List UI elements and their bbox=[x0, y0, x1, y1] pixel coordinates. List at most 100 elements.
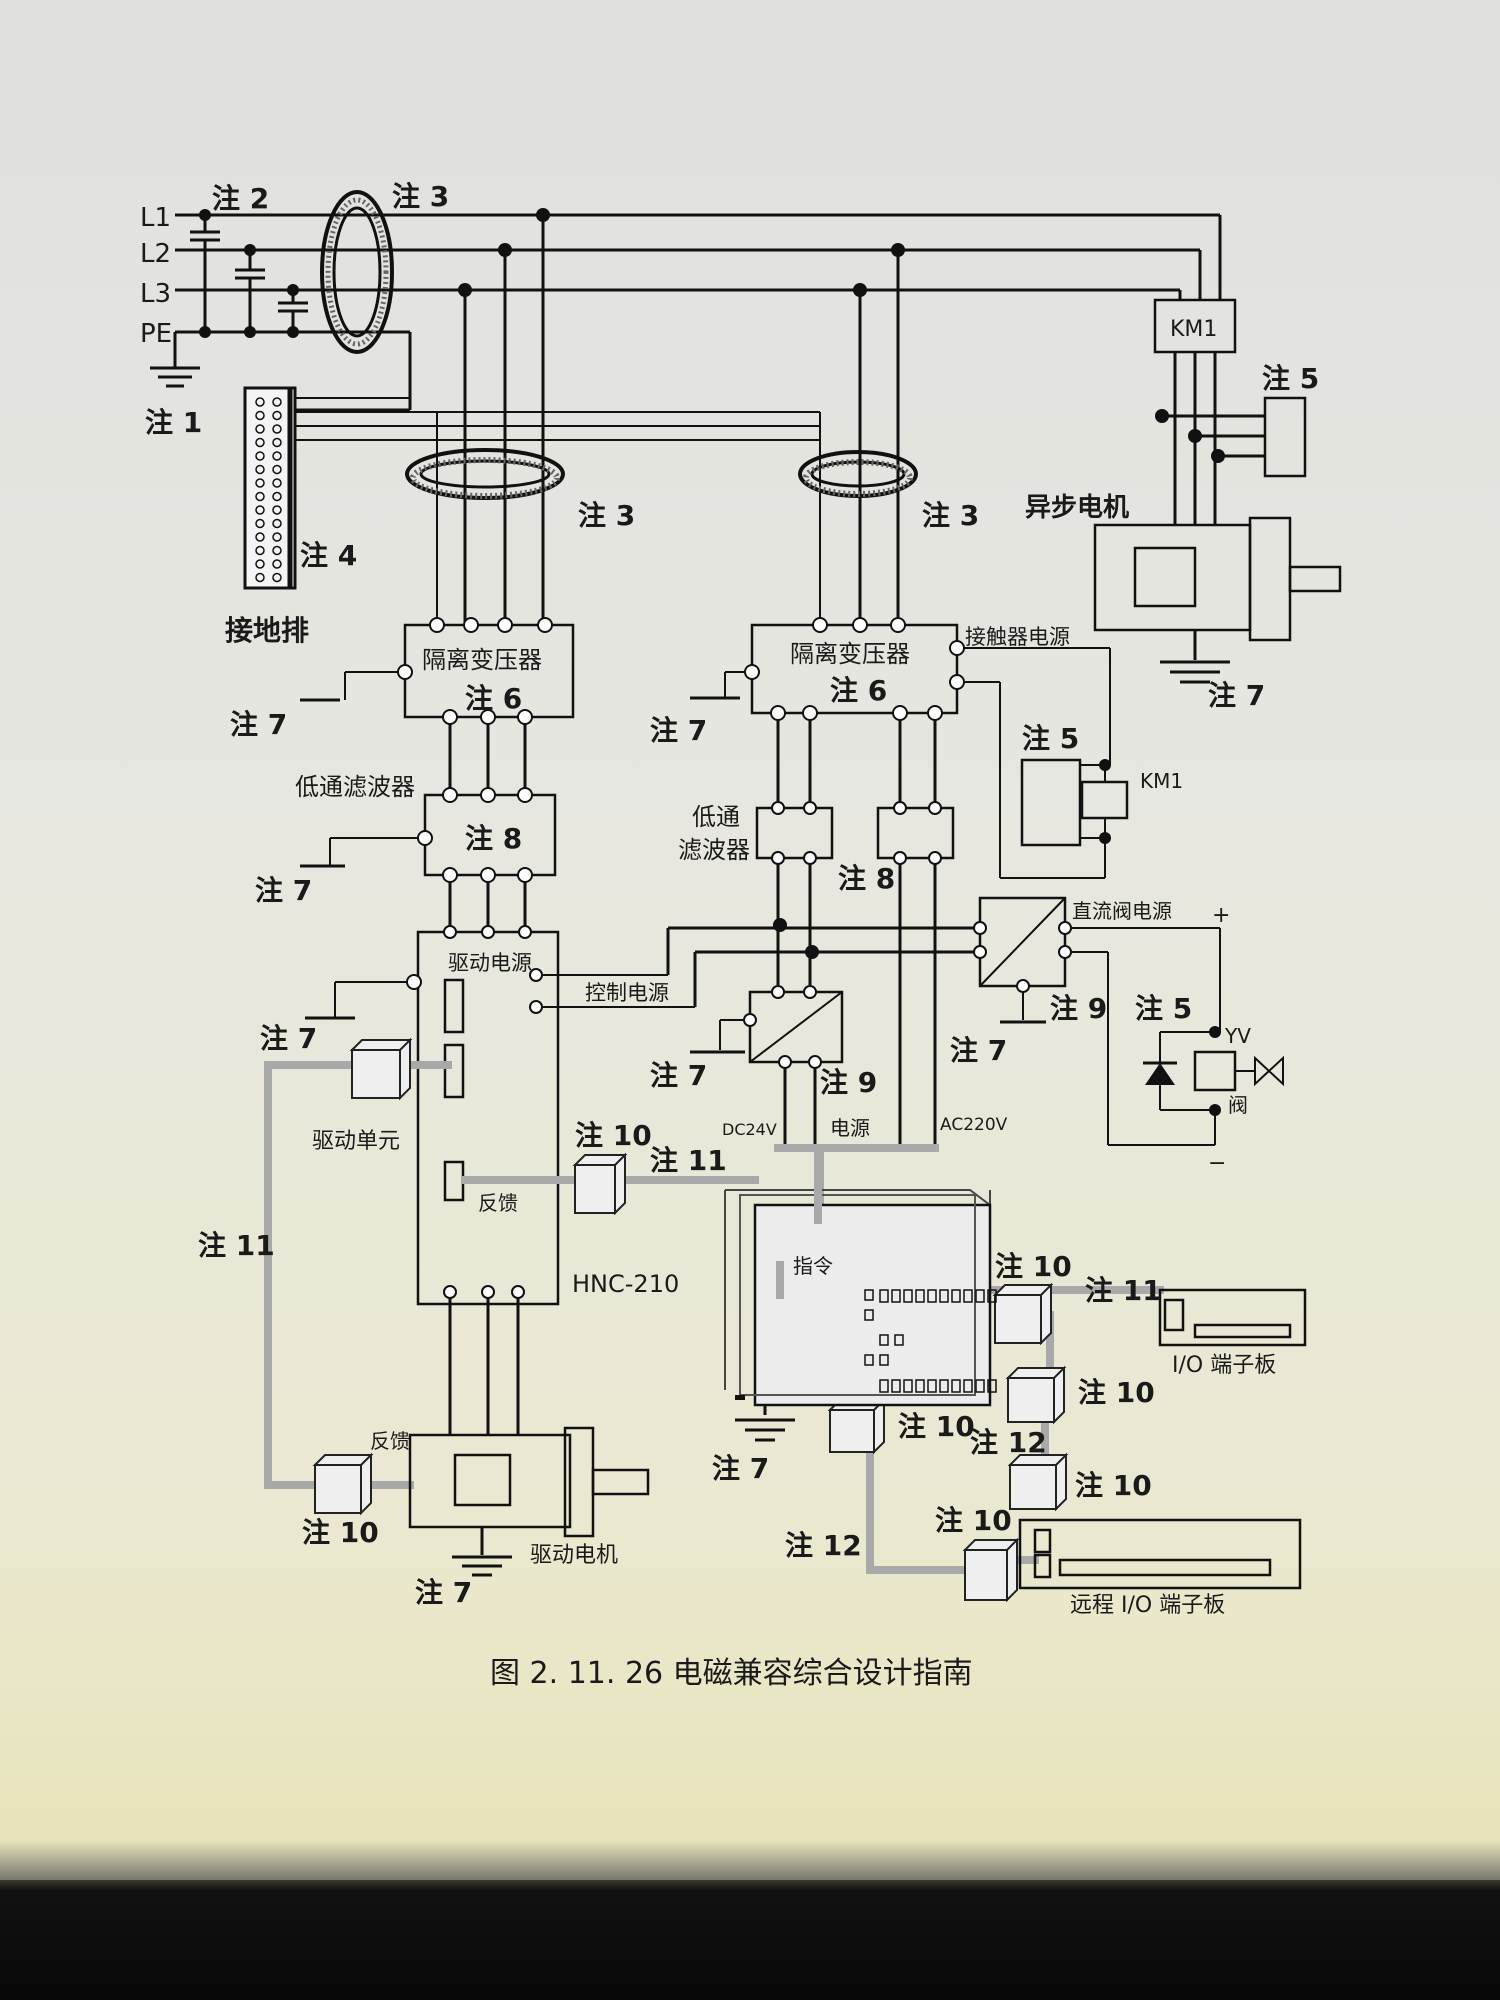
contactor-power-label: 接触器电源 bbox=[965, 625, 1070, 649]
feedback-label-drive: 反馈 bbox=[478, 1191, 518, 1215]
controller-port bbox=[951, 1289, 961, 1303]
line-l3-label: L3 bbox=[140, 279, 171, 309]
power-label: 电源 bbox=[830, 1116, 870, 1140]
note-12-label-b: 注 12 bbox=[785, 1529, 862, 1562]
line-l1-label: L1 bbox=[140, 203, 171, 233]
note-8-label-left: 注 8 bbox=[465, 822, 522, 855]
command-label: 指令 bbox=[793, 1254, 833, 1278]
note-10-label-e: 注 10 bbox=[1075, 1469, 1152, 1502]
controller-port bbox=[879, 1354, 889, 1366]
ground-bar-hole bbox=[255, 397, 265, 407]
note-7-label-h: 注 7 bbox=[415, 1576, 472, 1609]
ground-bar-hole bbox=[272, 505, 282, 515]
note-7-label-a: 注 7 bbox=[230, 708, 287, 741]
note-5-label-valve: 注 5 bbox=[1135, 992, 1192, 1025]
note-7-label-d: 注 7 bbox=[950, 1034, 1007, 1067]
ground-bar-hole bbox=[255, 505, 265, 515]
mains-lines bbox=[150, 209, 1222, 412]
controller-port bbox=[975, 1289, 985, 1303]
note-6-label-right: 注 6 bbox=[830, 674, 887, 707]
isolation-transformer-left-label: 隔离变压器 bbox=[422, 646, 542, 674]
ground-bar-hole bbox=[255, 572, 265, 583]
controller-port bbox=[894, 1334, 904, 1346]
dc-power-module-right bbox=[973, 896, 1221, 1146]
controller-port bbox=[879, 1289, 889, 1303]
controller-port bbox=[927, 1289, 937, 1303]
controller-port bbox=[915, 1379, 925, 1393]
note-3-label-top: 注 3 bbox=[392, 180, 449, 213]
ground-bar-hole bbox=[255, 424, 265, 434]
controller-port bbox=[891, 1289, 901, 1303]
lowpass-filter-right-label-2: 滤波器 bbox=[678, 836, 750, 864]
note-10-label-g: 注 10 bbox=[935, 1504, 1012, 1537]
ground-bar-hole bbox=[255, 532, 265, 542]
hnc-210-drive bbox=[305, 925, 697, 1435]
input-ferrite-ring bbox=[320, 190, 394, 354]
controller-port bbox=[864, 1354, 874, 1366]
note-7-label-c: 注 7 bbox=[650, 714, 707, 747]
ground-bar bbox=[243, 386, 821, 625]
ground-bar-hole bbox=[255, 464, 265, 475]
ground-bar-hole bbox=[255, 491, 265, 502]
yv-label: YV bbox=[1224, 1024, 1251, 1048]
controller-power-bar bbox=[774, 1144, 939, 1299]
controller-port bbox=[951, 1379, 961, 1393]
contactor-km1 bbox=[1153, 298, 1307, 525]
controller-port bbox=[879, 1334, 889, 1346]
note-6-label-left: 注 6 bbox=[465, 682, 522, 715]
note-3-label-right: 注 3 bbox=[922, 499, 979, 532]
note-8-label-right: 注 8 bbox=[838, 862, 895, 895]
dc-power-module-center bbox=[690, 985, 844, 1148]
note-10-label-f: 注 10 bbox=[302, 1516, 379, 1549]
dc-valve-power-label: 直流阀电源 bbox=[1072, 899, 1172, 923]
ground-bar-hole bbox=[255, 559, 265, 569]
lowpass-filter-right bbox=[668, 801, 980, 1148]
io-board bbox=[1158, 1288, 1307, 1347]
controller-port bbox=[939, 1379, 949, 1393]
ground-bar-hole bbox=[272, 451, 282, 461]
connectors bbox=[312, 1037, 1069, 1603]
ground-bar-hole bbox=[272, 545, 282, 556]
valve-yv bbox=[1143, 1026, 1284, 1116]
control-power-label: 控制电源 bbox=[585, 981, 669, 1005]
note-9-label-right: 注 9 bbox=[1050, 992, 1107, 1025]
note-10-label-d: 注 10 bbox=[898, 1410, 975, 1443]
labels: L1 L2 L3 PE 注 2 注 3 注 1 注 4 接地排 注 3 注 3 … bbox=[140, 180, 1319, 1691]
drive-unit-label: 驱动单元 bbox=[312, 1129, 400, 1154]
controller-port bbox=[927, 1379, 937, 1393]
ground-bar-hole bbox=[255, 437, 265, 448]
lowpass-filter-label: 低通滤波器 bbox=[295, 773, 415, 801]
lowpass-filter-left bbox=[300, 787, 557, 932]
ground-bar-hole bbox=[272, 532, 282, 542]
ground-bar-hole bbox=[272, 491, 282, 502]
ground-bar-hole bbox=[255, 410, 265, 421]
figure-caption: 图 2. 11. 26 电磁兼容综合设计指南 bbox=[490, 1656, 973, 1691]
km1-label: KM1 bbox=[1170, 317, 1217, 342]
controller-port bbox=[903, 1379, 913, 1393]
ferrite-rings-middle bbox=[405, 448, 918, 500]
transformer-feeds bbox=[436, 208, 905, 625]
ground-bar-hole bbox=[272, 397, 282, 407]
ground-bar-hole bbox=[255, 478, 265, 488]
cnc-controller bbox=[724, 1189, 997, 1442]
controller-port bbox=[963, 1379, 973, 1393]
feedback-label-motor: 反馈 bbox=[370, 1429, 410, 1453]
note-7-label-g: 注 7 bbox=[712, 1452, 769, 1485]
lowpass-filter-right-label-1: 低通 bbox=[692, 803, 740, 831]
note-10-label-b: 注 10 bbox=[995, 1250, 1072, 1283]
controller-port bbox=[864, 1309, 874, 1321]
drive-power-label: 驱动电源 bbox=[448, 951, 532, 975]
ground-bar-hole bbox=[255, 451, 265, 461]
hnc-label: HNC-210 bbox=[572, 1270, 679, 1298]
drive-motor-shape bbox=[408, 1426, 650, 1577]
minus-label: − bbox=[1208, 1151, 1226, 1176]
controller-port bbox=[963, 1289, 973, 1303]
controller-port bbox=[987, 1379, 997, 1393]
note-11-label-a: 注 11 bbox=[650, 1144, 727, 1177]
note-10-label-a: 注 10 bbox=[575, 1119, 652, 1152]
controller-port bbox=[915, 1289, 925, 1303]
line-l2-label: L2 bbox=[140, 239, 171, 269]
ground-bar-hole bbox=[272, 559, 282, 569]
km1-coil bbox=[1020, 758, 1129, 847]
